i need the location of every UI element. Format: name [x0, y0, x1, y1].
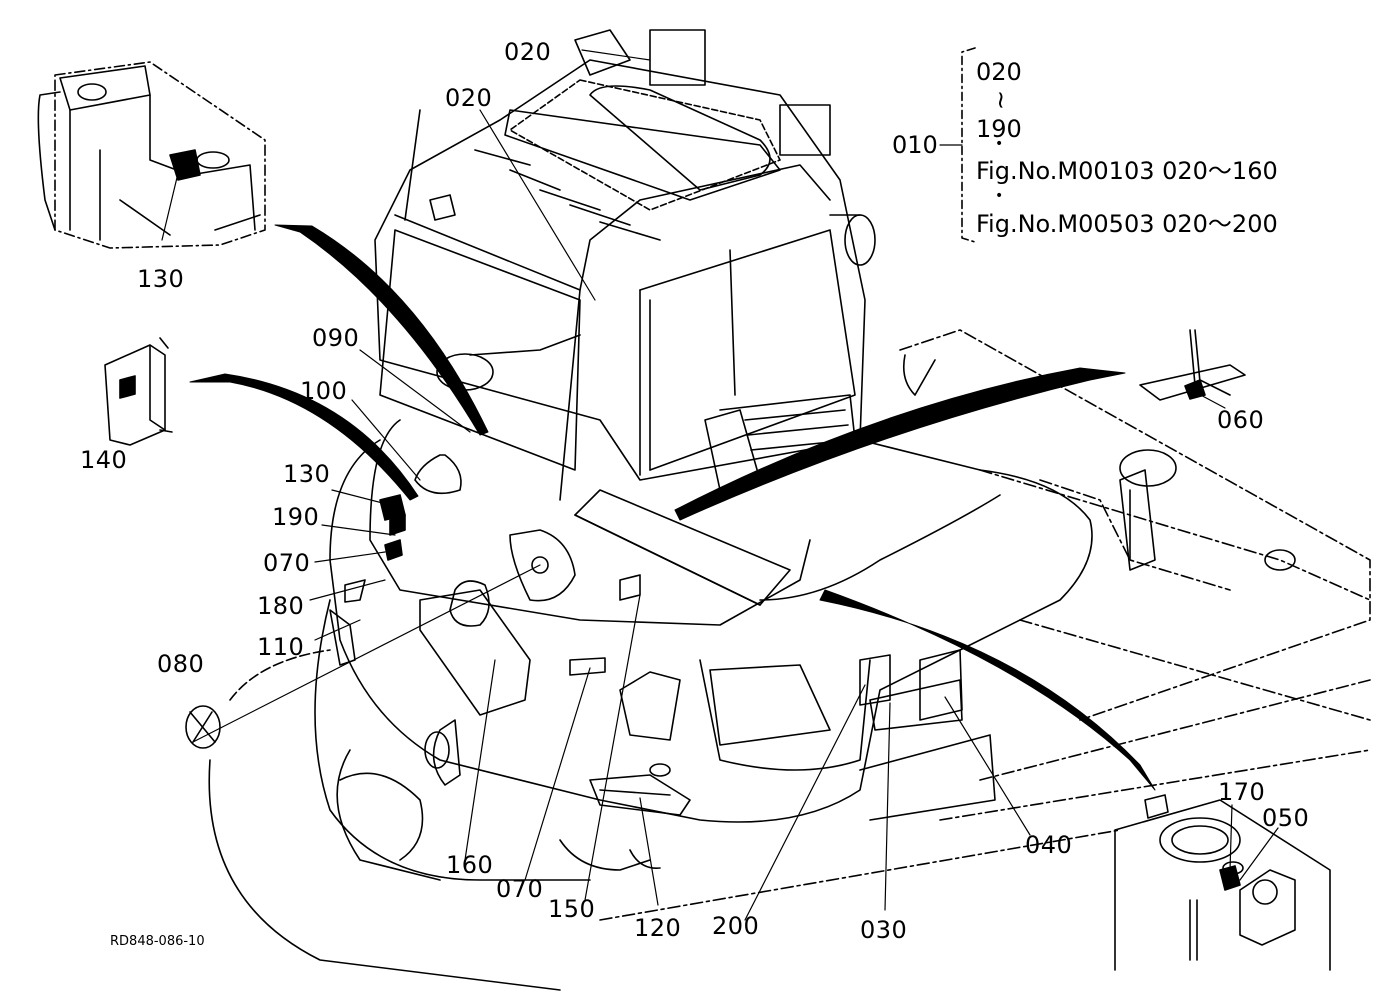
frame-bracket-inset — [37, 61, 266, 249]
legend-range-start: 020 — [976, 58, 1022, 86]
callout-170: 170 — [1218, 778, 1266, 806]
callout-130-inset: 130 — [137, 265, 185, 293]
callout-110: 110 — [257, 633, 305, 661]
callout-060: 060 — [1217, 406, 1265, 434]
callout-100: 100 — [300, 377, 348, 405]
rondel-080 — [185, 705, 221, 749]
legend-parent-no: 010 — [892, 131, 938, 159]
callout-120: 120 — [634, 914, 682, 942]
callout-080: 080 — [157, 650, 205, 678]
pointer-arrows — [189, 224, 1156, 791]
legend-ref-2: Fig.No.M00503 020～200 — [976, 210, 1278, 238]
callout-160: 160 — [446, 851, 494, 879]
legend-ref-1: Fig.No.M00103 020～160 — [976, 157, 1278, 185]
tank-inset — [1114, 794, 1331, 971]
callout-200: 200 — [712, 912, 760, 940]
callout-130: 130 — [283, 460, 331, 488]
drawing-id: RD848-086-10 — [110, 934, 205, 949]
callout-030: 030 — [860, 916, 908, 944]
legend-dot-2: • — [995, 188, 1004, 204]
callout-070-left: 070 — [263, 549, 311, 577]
legend-range-end: 190 — [976, 115, 1022, 143]
side-cover-inset — [104, 337, 173, 446]
callout-020-top: 020 — [504, 38, 552, 66]
right-deck — [599, 329, 1371, 921]
leader-lines — [161, 49, 1279, 921]
bracket-inset-060 — [1139, 329, 1246, 401]
legend-dot-1: • — [995, 136, 1004, 152]
machine-body — [208, 419, 1093, 991]
callout-050: 050 — [1262, 804, 1310, 832]
legend-bracket — [961, 47, 976, 243]
callout-070-bottom: 070 — [496, 875, 544, 903]
legend-range-tilde: ~ — [987, 89, 1016, 111]
callout-180: 180 — [257, 592, 305, 620]
callout-040: 040 — [1025, 831, 1073, 859]
callout-190: 190 — [272, 503, 320, 531]
callout-090: 090 — [312, 324, 360, 352]
callout-140: 140 — [80, 446, 128, 474]
callout-150: 150 — [548, 895, 596, 923]
callout-020-cab: 020 — [445, 84, 493, 112]
